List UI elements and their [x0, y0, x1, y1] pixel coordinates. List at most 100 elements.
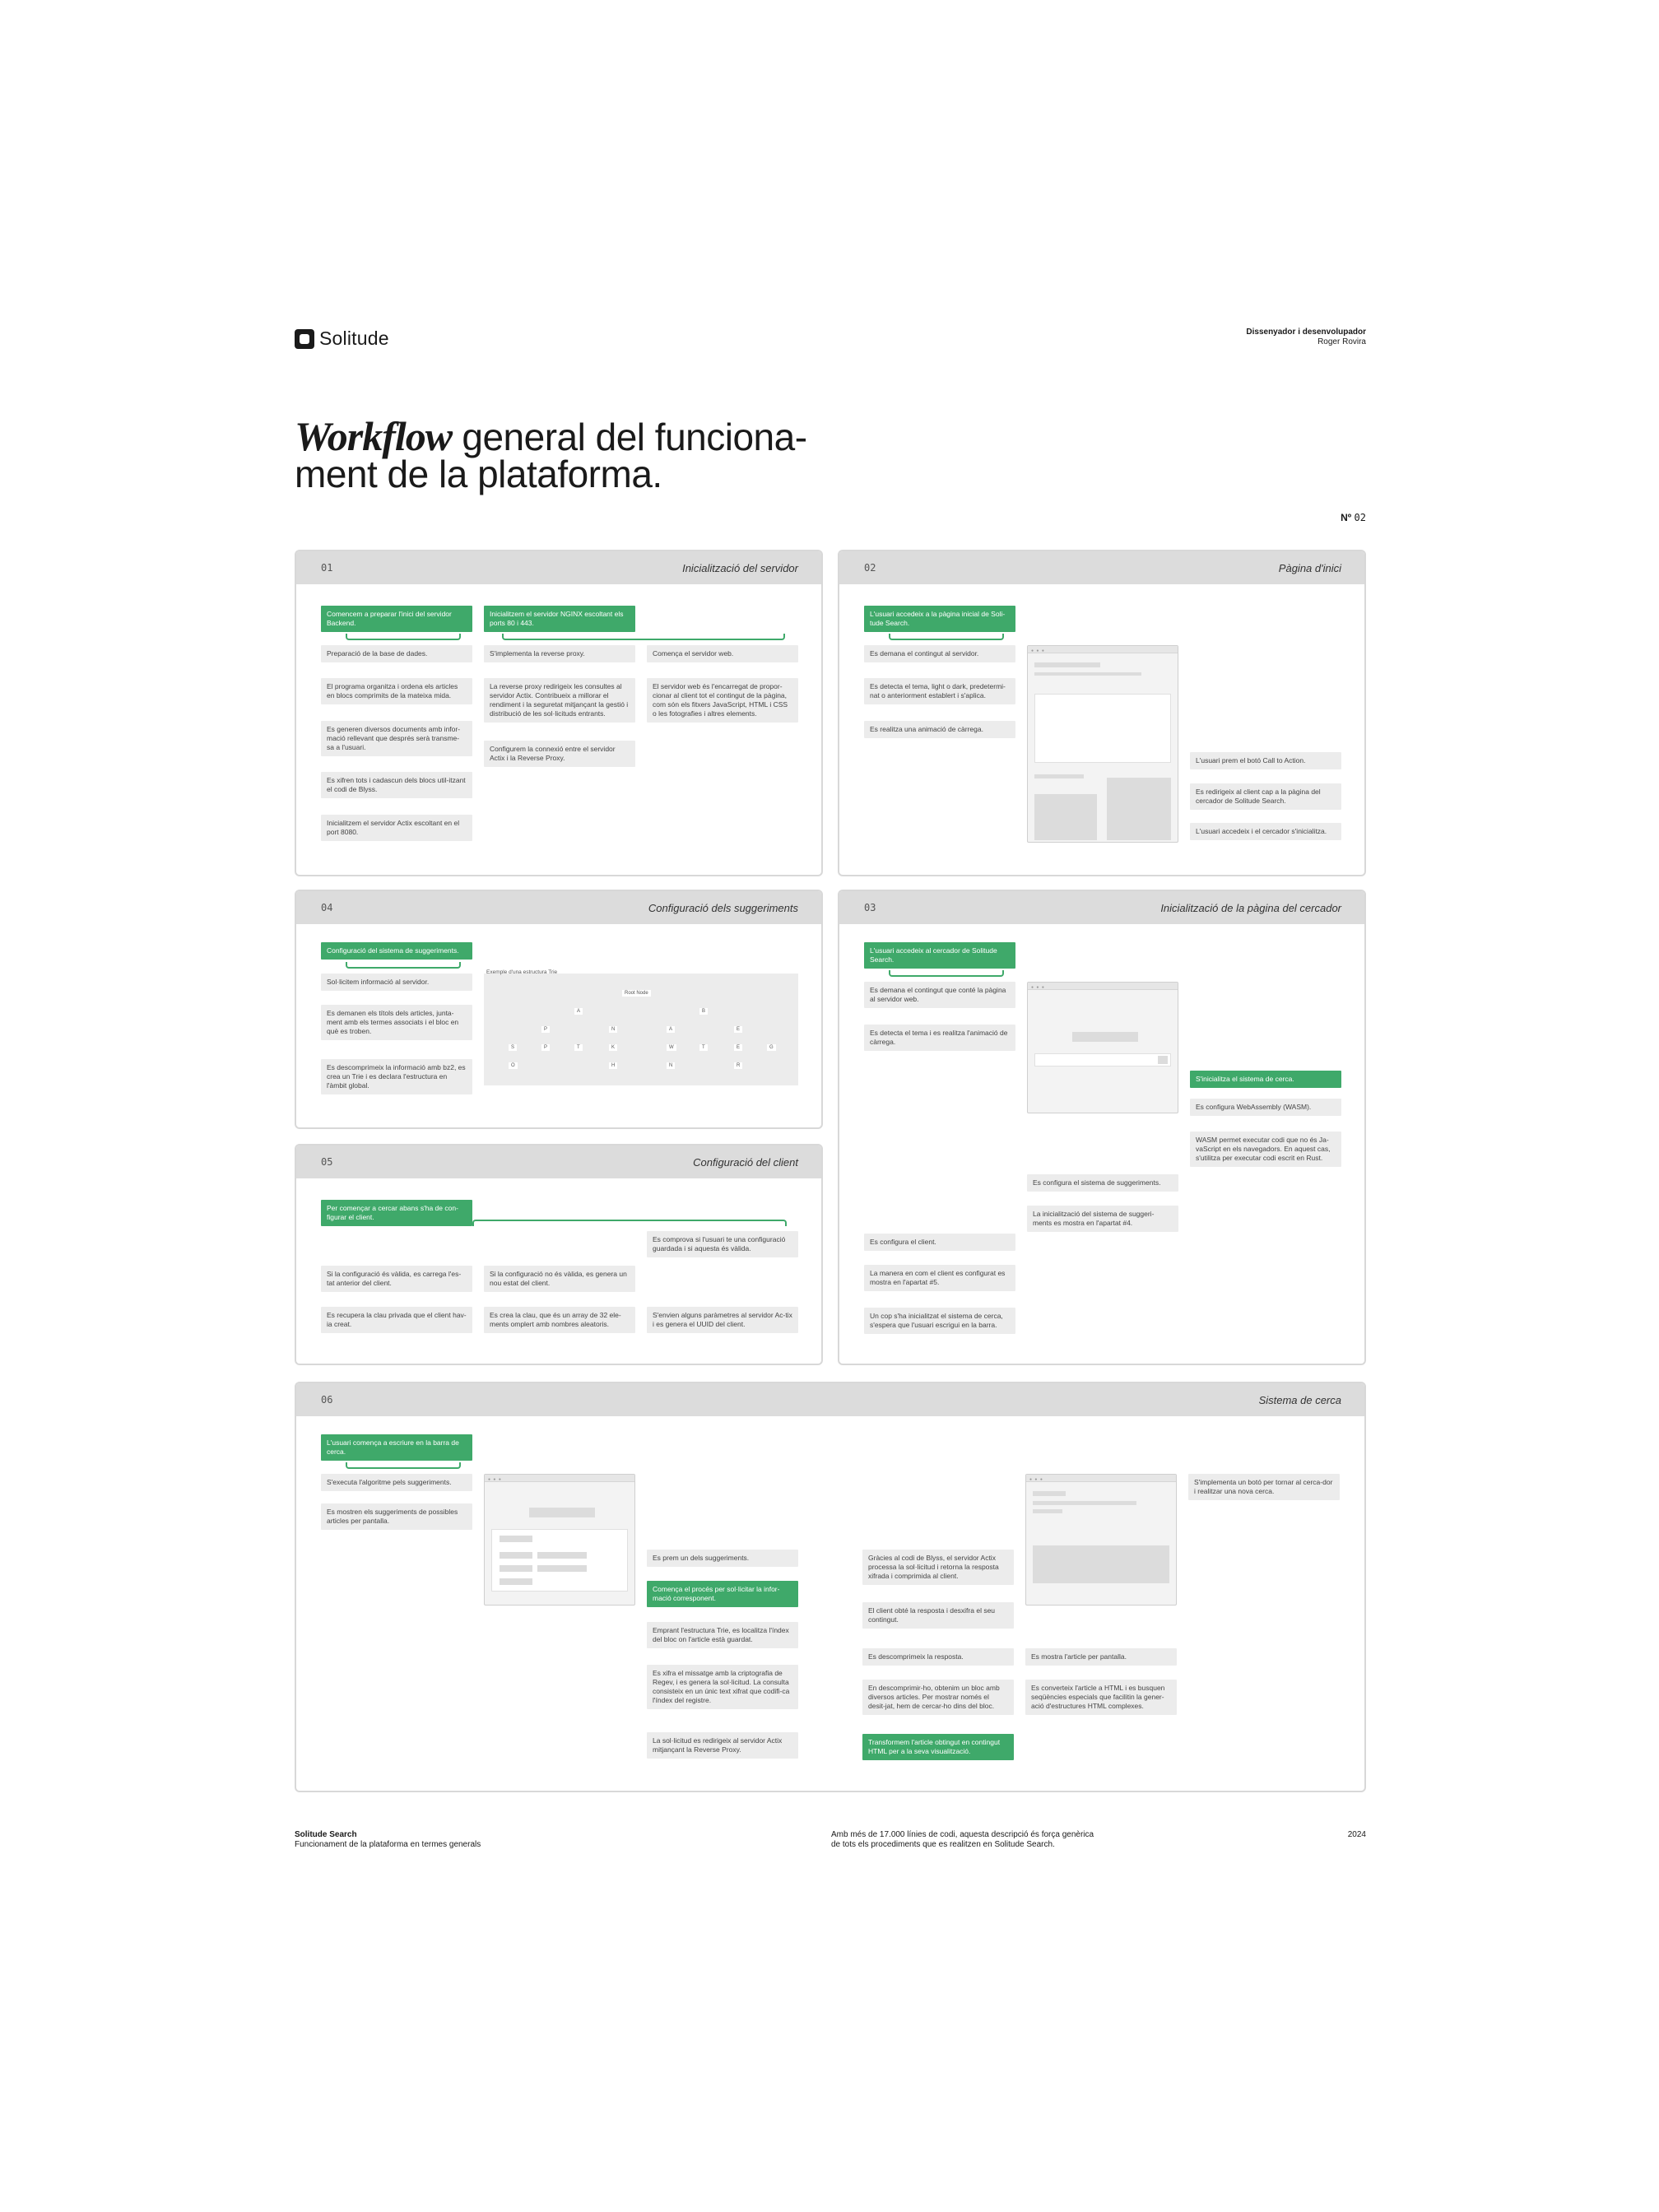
trie-node: N [667, 1062, 676, 1069]
step-start-backend: Comencem a preparar l'inici del servidor… [321, 606, 472, 632]
step-user-home: L'usuari accedeix a la pàgina inicial de… [864, 606, 1015, 632]
step-box: Es recupera la clau privada que el clien… [321, 1307, 472, 1333]
step-box: Es generen diversos documents amb infor-… [321, 721, 472, 756]
trie-diagram: Exemple d'una estructura Trie Root Node … [484, 969, 798, 1085]
step-box: Es detecta el tema, light o dark, predet… [864, 678, 1015, 704]
step-box: El programa organitza i ordena els artic… [321, 678, 472, 704]
step-box: Es descomprimeix la resposta. [862, 1648, 1014, 1666]
step-box: Sol·licitem informació al servidor. [321, 974, 472, 991]
step-box: WASM permet executar codi que no és Ja-v… [1190, 1132, 1341, 1167]
step-box: Preparació de la base de dades. [321, 645, 472, 662]
step-client-config: Per començar a cercar abans s'ha de con-… [321, 1200, 472, 1226]
trie-node: A [574, 1008, 583, 1015]
step-box: Es comprova si l'usuari te una configura… [647, 1231, 798, 1257]
trie-node: N [609, 1026, 618, 1033]
step-box: Es prem un dels suggeriments. [647, 1550, 798, 1567]
trie-node: W [667, 1044, 676, 1051]
step-box: S'implementa un botó per tornar al cerca… [1188, 1474, 1340, 1500]
step-box: La reverse proxy redirigeix les consulte… [484, 678, 635, 723]
step-box: Si la configuració és vàlida, es carrega… [321, 1266, 472, 1292]
step-box: Es configura el sistema de suggeriments. [1027, 1174, 1178, 1192]
step-box: Es configura el client. [864, 1234, 1015, 1251]
step-nginx: Inicialitzem el servidor NGINX escoltant… [484, 606, 635, 632]
step-search-init: S'inicialitza el sistema de cerca. [1190, 1071, 1341, 1088]
suggestions-mockup: ● ● ● [484, 1474, 635, 1606]
search-page-mockup: ● ● ● [1027, 982, 1178, 1113]
trie-node: P [541, 1026, 551, 1033]
step-box: Es demana el contingut al servidor. [864, 645, 1015, 662]
step-box: Es realitza una animació de càrrega. [864, 721, 1015, 738]
step-box: Es mostren els suggeriments de possibles… [321, 1503, 472, 1530]
trie-node: T [574, 1044, 583, 1051]
step-box: Es mostra l'article per pantalla. [1025, 1648, 1177, 1666]
step-box: L'usuari prem el botó Call to Action. [1190, 752, 1341, 769]
trie-node: O [509, 1062, 518, 1069]
step-box: Si la configuració no és vàlida, es gene… [484, 1266, 635, 1292]
page-number: Nº 02 [1341, 512, 1366, 523]
step-box: El client obté la resposta i desxifra el… [862, 1602, 1014, 1629]
step-box: L'usuari accedeix i el cercador s'inicia… [1190, 823, 1341, 840]
home-page-mockup: ● ● ● [1027, 645, 1178, 843]
footer-note: Amb més de 17.000 línies de codi, aquest… [831, 1830, 1094, 1849]
step-box: Un cop s'ha inicialitzat el sistema de c… [864, 1308, 1015, 1334]
trie-node: S [509, 1044, 518, 1051]
step-box: La sol·licitud es redirigeix al servidor… [647, 1732, 798, 1759]
brand-logo: Solitude [295, 328, 389, 350]
step-box: Gràcies al codi de Blyss, el servidor Ac… [862, 1550, 1014, 1585]
step-box: Es crea la clau, que és un array de 32 e… [484, 1307, 635, 1333]
step-box: Inicialitzem el servidor Actix escoltant… [321, 815, 472, 841]
step-box: La inicialització del sistema de suggeri… [1027, 1206, 1178, 1232]
trie-caption: Exemple d'una estructura Trie [486, 969, 558, 975]
trie-node: G [767, 1044, 776, 1051]
trie-node: P [541, 1044, 551, 1051]
page-title: Workflow general del funciona- ment de l… [295, 413, 807, 495]
article-mockup: ● ● ● [1025, 1474, 1177, 1606]
step-box: Es descomprimeix la informació amb bz2, … [321, 1059, 472, 1094]
footer-left: Solitude Search Funcionament de la plata… [295, 1830, 481, 1849]
brand-name: Solitude [319, 328, 389, 349]
step-user-search-page: L'usuari accedeix al cercador de Solitud… [864, 942, 1015, 969]
author-block: Dissenyador i desenvolupador Roger Rovir… [1246, 328, 1366, 347]
trie-node: E [734, 1044, 743, 1051]
trie-node: E [734, 1026, 743, 1033]
trie-node: A [667, 1026, 676, 1033]
footer-year: 2024 [1347, 1830, 1366, 1839]
step-user-typing: L'usuari comença a escriure en la barra … [321, 1434, 472, 1461]
trie-root-node: Root Node [622, 990, 651, 997]
step-box: La manera en com el client es configurat… [864, 1265, 1015, 1291]
step-box: Es demanen els títols dels articles, jun… [321, 1005, 472, 1040]
step-box: Es converteix l'article a HTML i es busq… [1025, 1680, 1177, 1715]
step-box: En descomprimir-ho, obtenim un bloc amb … [862, 1680, 1014, 1715]
step-box: S'executa l'algoritme pels suggeriments. [321, 1474, 472, 1491]
step-box: Configurem la connexió entre el servidor… [484, 741, 635, 767]
author-role: Dissenyador i desenvolupador [1246, 328, 1366, 337]
author-name: Roger Rovira [1317, 337, 1366, 346]
trie-node: H [609, 1062, 618, 1069]
step-box: Es demana el contingut que conté la pàgi… [864, 982, 1015, 1008]
step-box: S'envien alguns paràmetres al servidor A… [647, 1307, 798, 1333]
step-box: Es configura WebAssembly (WASM). [1190, 1099, 1341, 1116]
step-request-info: Comença el procés per sol·licitar la inf… [647, 1581, 798, 1607]
step-box: Es xifra el missatge amb la criptografia… [647, 1665, 798, 1709]
step-box: Es redirigeix al client cap a la pàgina … [1190, 783, 1341, 810]
solitude-logo-icon [295, 328, 314, 349]
trie-node: R [734, 1062, 743, 1069]
step-box: Es xifren tots i cadascun dels blocs uti… [321, 772, 472, 798]
trie-node: B [699, 1008, 709, 1015]
step-suggestions-config: Configuració del sistema de suggeriments… [321, 942, 472, 960]
step-box: Es detecta el tema i es realitza l'anima… [864, 1025, 1015, 1051]
trie-node: T [699, 1044, 708, 1051]
step-box: S'implementa la reverse proxy. [484, 645, 635, 662]
trie-node: K [609, 1044, 618, 1051]
